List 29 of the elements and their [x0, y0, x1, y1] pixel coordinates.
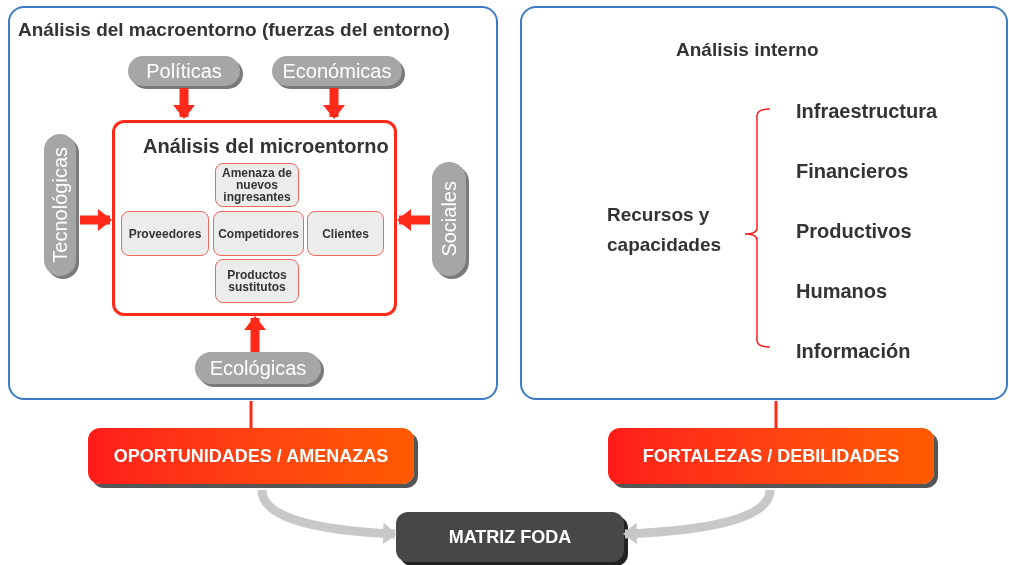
resource-item: Financieros [796, 159, 910, 184]
arrow [397, 209, 430, 231]
panel-title: Análisis del macroentorno (fuerzas del entorno) [18, 18, 450, 42]
force-box: Competidores [213, 211, 304, 256]
factor-pill: Tecnológicas [44, 134, 76, 276]
factor-pill: Ecológicas [195, 352, 321, 384]
box-title: Análisis del microentorno [143, 134, 389, 159]
force-box: Proveedores [121, 211, 209, 256]
factor-pill: Políticas [128, 56, 240, 86]
microenvironment-box [112, 120, 397, 316]
factor-pill: Sociales [432, 162, 466, 276]
analysis-panel [8, 6, 498, 400]
arrow [244, 316, 266, 352]
connector-line [774, 401, 778, 428]
force-box: Productos sustitutos [215, 259, 299, 303]
force-box: Amenaza de nuevos ingresantes [215, 163, 299, 207]
connector-line [249, 401, 253, 428]
arrow [173, 88, 195, 119]
arrow [323, 88, 345, 119]
panel-title: Análisis interno [676, 38, 819, 62]
arrow [80, 209, 112, 231]
resource-item: Información [796, 339, 912, 364]
force-box: Clientes [307, 211, 384, 256]
resource-label: Recursos y capacidades [607, 203, 723, 257]
factor-pill: Económicas [272, 56, 402, 86]
resource-item: Productivos [796, 219, 913, 244]
resource-item: Humanos [796, 279, 889, 304]
analysis-panel [520, 6, 1008, 400]
resource-item: Infraestructura [796, 99, 939, 124]
